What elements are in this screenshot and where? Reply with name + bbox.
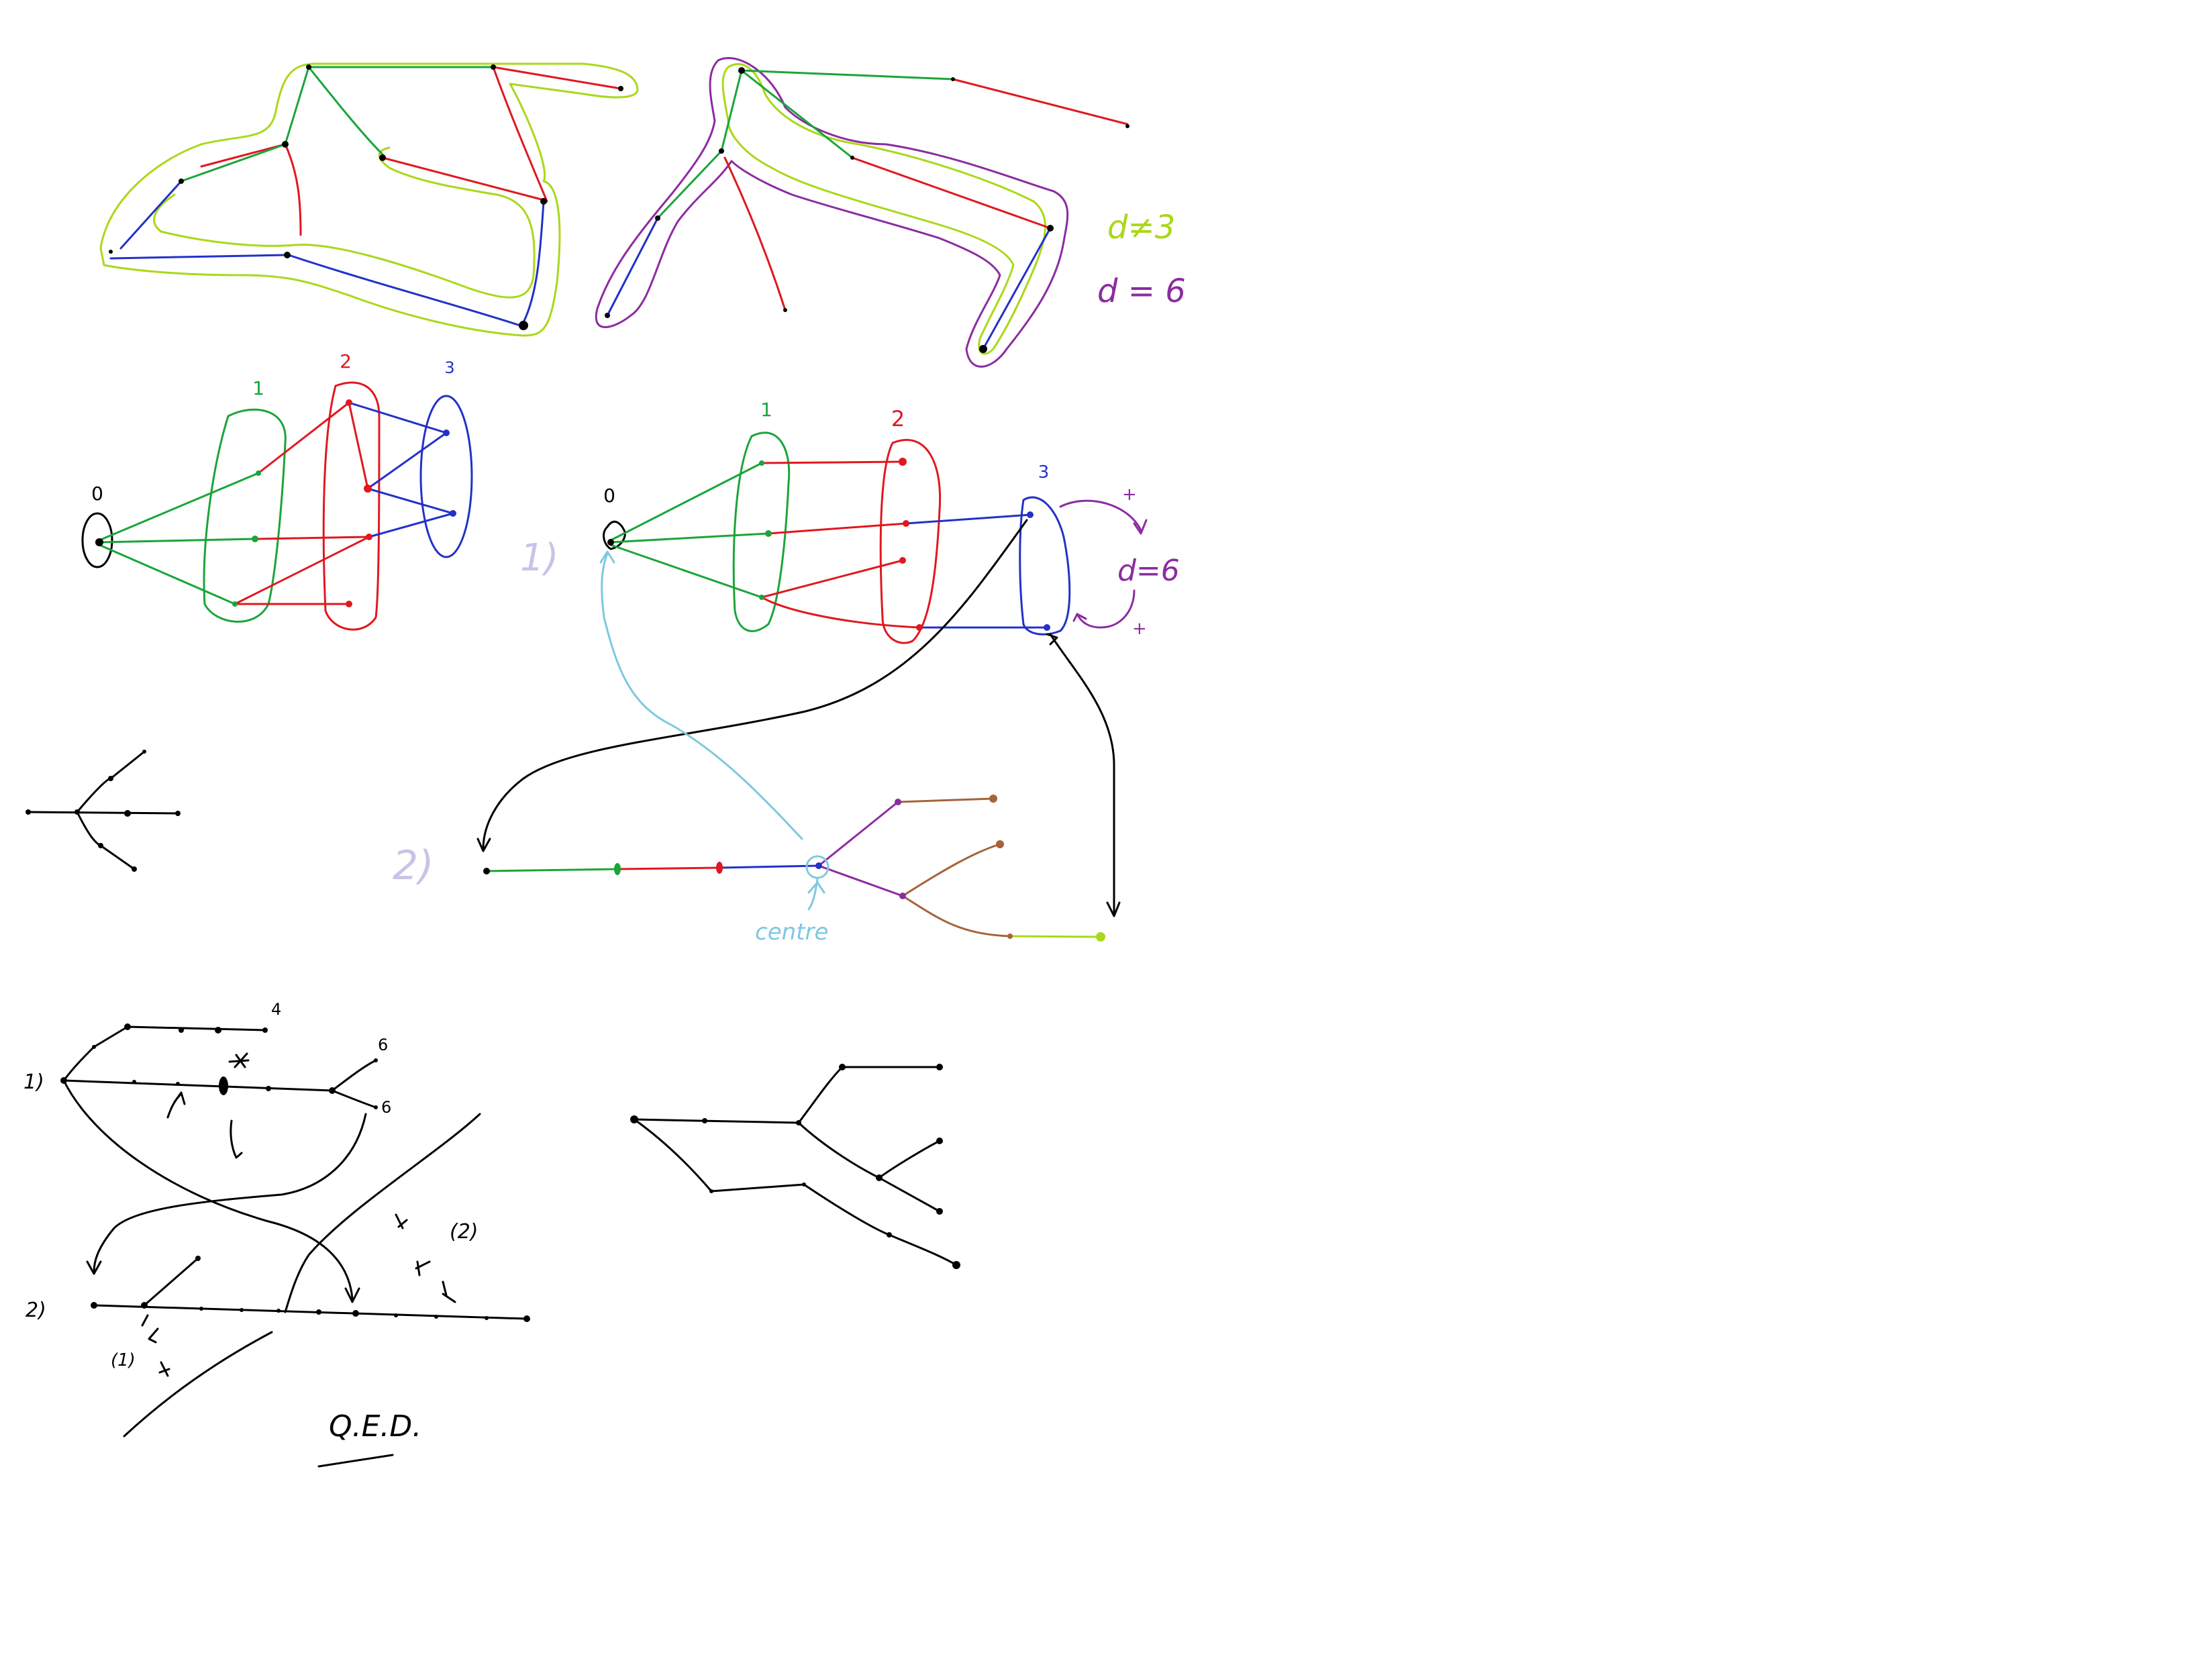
layer-label-2-left: 2 <box>340 350 352 372</box>
small-tree <box>26 750 181 872</box>
layered-graph-left <box>81 381 473 631</box>
edge-green-r1 <box>740 69 954 81</box>
graph-top-right <box>595 57 1129 368</box>
proof-bottom-left <box>60 1023 530 1468</box>
centre-circle <box>805 855 830 879</box>
edge-blue-r1 <box>982 227 1052 350</box>
arrow-to-case2-start <box>482 519 1028 850</box>
edge-red-r2 <box>851 156 1052 230</box>
qed-label: Q.E.D. <box>329 1409 421 1444</box>
edge-red-2 <box>492 66 548 203</box>
edge-red-5 <box>284 143 302 236</box>
edge-blue-1 <box>119 180 183 250</box>
graph-top-left <box>99 62 639 337</box>
edge-green-r2 <box>740 69 854 159</box>
lime-outline-left <box>99 62 639 337</box>
case-2-label: 2) <box>393 842 434 889</box>
layer-label-3-right: 3 <box>1038 462 1050 483</box>
edge-green-r4 <box>656 150 723 219</box>
proof-row1-label: 1) <box>23 1070 44 1094</box>
layer-label-2-right: 2 <box>891 406 905 432</box>
edge-green-4 <box>180 143 287 183</box>
label-d-eq-6: d = 6 <box>1097 272 1186 310</box>
case-1-label: 1) <box>520 536 558 580</box>
label-d-not-3: d≠3 <box>1107 209 1175 246</box>
layer3-ellipse-left <box>419 395 473 558</box>
edge-red-1 <box>492 66 622 90</box>
purple-outline <box>595 57 1069 368</box>
layer-label-3-left: 3 <box>444 358 454 377</box>
tree-bottom-right <box>630 1064 960 1269</box>
proof-label-6b: 6 <box>381 1098 391 1117</box>
proof-label-4: 4 <box>271 1000 281 1019</box>
label-plus-top: + <box>1122 485 1137 505</box>
qed-underline <box>317 1454 394 1468</box>
edge-blue-2 <box>109 254 287 260</box>
label-plus-bottom: + <box>1132 619 1147 639</box>
label-d-eq-6-layers: d=6 <box>1117 554 1180 588</box>
arrow-from-brown-to-lime <box>1049 633 1115 914</box>
proof-label-2-paren: (2) <box>450 1220 479 1244</box>
edge-green-2 <box>284 66 310 146</box>
edge-red-r1 <box>952 78 1129 125</box>
layer3-ellipse-right <box>1019 496 1071 636</box>
edge-red-3 <box>381 156 545 201</box>
edge-blue-3 <box>287 254 521 327</box>
centre-label: centre <box>755 919 828 946</box>
layer1-ellipse-left <box>203 408 287 623</box>
layer-label-0-right: 0 <box>603 485 615 507</box>
layered-graph-right <box>476 432 1148 917</box>
edge-blue-4 <box>522 200 545 323</box>
edge-green-r3 <box>720 69 743 152</box>
edge-green-3 <box>307 66 384 156</box>
case2-path <box>483 795 1105 942</box>
proof-label-6a: 6 <box>378 1036 388 1054</box>
layer0-ellipse-left <box>81 512 113 568</box>
arrow-centre-to-root <box>601 552 803 840</box>
edge-red-4 <box>200 143 287 168</box>
proof-row2-label: 2) <box>26 1299 46 1322</box>
lime-inner-loop <box>153 146 536 299</box>
proof-label-1-paren: (1) <box>111 1350 136 1370</box>
layer-label-1-right: 1 <box>760 399 772 421</box>
layer2-ellipse-right <box>879 439 942 644</box>
layer-label-1-left: 1 <box>252 377 264 399</box>
layer2-ellipse-left <box>322 381 381 631</box>
lime-outline-right <box>721 63 1046 355</box>
layer-label-0-left: 0 <box>91 483 103 505</box>
edge-blue-r2 <box>606 217 659 317</box>
edge-red-r3 <box>723 156 787 311</box>
